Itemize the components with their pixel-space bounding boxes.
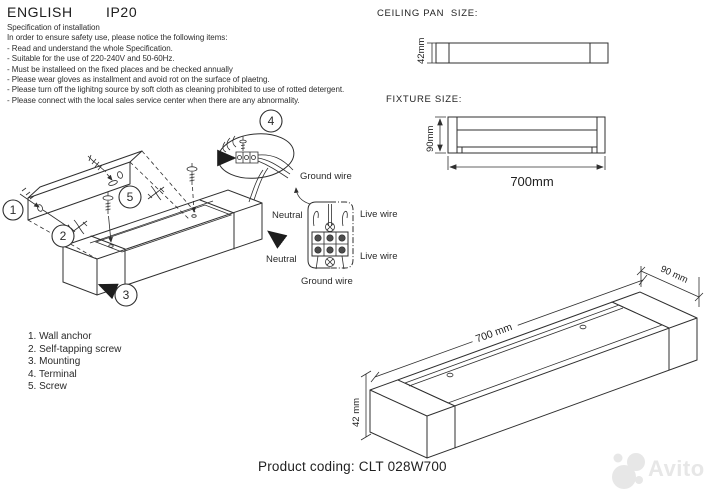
iso-length-dimension: 700 mm [371,275,647,382]
legend-item: 3. Mounting [28,356,81,368]
live-wire-hook [342,211,347,226]
fixture-front-drawing: 90mm 700mm [425,108,623,189]
ceiling-pan-size-title: CEILING PAN SIZE: [377,8,479,19]
callout-4: 4 [260,110,282,132]
ceiling-pan-height-label: 42mm [416,38,427,64]
ip-rating: IP20 [106,4,138,20]
live-wire-bottom-label: Live wire [360,251,398,262]
parts-legend: 1. Wall anchor 2. Self-tapping screw 3. … [28,331,121,394]
spec-item: - Please connect with the local sales se… [7,95,300,105]
callout-5-number: 5 [127,190,134,204]
fixture-front-outline [448,117,605,153]
iso-depth-dimension: 90 mm [637,264,703,307]
callout-1: 1 [3,200,23,220]
spec-item: - Must be installeed on the fixed places… [7,64,233,74]
callout-5: 5 [119,186,141,208]
fixture-direction-arrow [267,230,288,249]
terminal-grid [312,232,348,256]
screw-vertical-icon [103,192,113,243]
ground-screw-bottom [326,258,335,267]
iso-depth-label: 90 mm [659,264,690,286]
ceiling-pan-outline [436,43,608,63]
terminal-detail-screw-icon [240,136,246,151]
ceiling-pan-drawing: 42mm [416,38,618,64]
fixture-size-title: FIXTURE SIZE: [386,94,463,105]
terminal-block [308,202,353,269]
mounting-direction-arrow [97,283,119,300]
self-tapping-screw-icon [71,220,87,234]
legend-item: 1. Wall anchor [28,331,92,342]
legend-item: 4. Terminal [28,368,77,380]
terminal-detail-ellipse [217,130,296,182]
watermark: Avito [608,450,720,494]
terminal-detail-block [236,152,258,163]
neutral-wire-hook [313,211,318,226]
watermark-brand: Avito [648,456,705,481]
legend-item: 5. Screw [28,381,67,393]
spec-item: - Read and understand the whole Specific… [7,43,173,53]
mounting-bracket-drawing [28,151,142,220]
spec-item: - Suitable for the use of 220-240V and 5… [7,54,175,64]
callout-2-number: 2 [60,229,67,243]
callout-4-number: 4 [268,114,275,128]
ground-wire-arrow [294,187,310,204]
fixture-front-height-label: 90mm [425,126,436,152]
self-tapping-screw-icon [148,186,164,200]
live-wire-top-label: Live wire [360,209,398,220]
fixture-cable [249,168,268,202]
fixture-front-height-dimension: 90mm [425,117,446,153]
terminal-detail-wires [258,155,293,178]
wall-anchor-icon [20,188,40,208]
spec-item: - Please wear gloves as installment and … [7,75,270,85]
fixture-front-length-dimension: 700mm [448,156,605,189]
watermark-logo-icon [612,453,645,489]
hand-sketch [223,136,236,152]
product-coding: Product coding: CLT 028W700 [258,459,447,474]
iso-height-label: 42 mm [351,398,362,427]
spec-item: - Please turn off the lighitng source by… [7,85,345,95]
fixture-front-length-label: 700mm [510,174,553,189]
callout-3: 3 [115,284,137,306]
wiring-diagram [294,187,370,278]
screw-top-icon [88,155,113,181]
callout-3-number: 3 [123,288,130,302]
fixture-body-drawing [63,190,262,295]
screw-vertical-icon [187,163,197,213]
ceiling-pan-height-dimension: 42mm [416,38,437,64]
neutral-top-label: Neutral [272,210,303,221]
iso-length-label: 700 mm [474,321,514,345]
fixture-iso-drawing: 700 mm 90 mm 42 mm [351,264,720,470]
iso-height-dimension: 42 mm [351,371,371,440]
ground-wire-bottom-label: Ground wire [301,276,353,287]
ground-screw-top [326,223,335,232]
installation-diagram: 1 2 5 3 4 [0,100,310,335]
neutral-bottom-label: Neutral [266,254,297,265]
spec-title: Specification of installation [7,23,100,32]
projection-lines [28,151,196,259]
specification-block: Specification of installation In order t… [7,23,344,106]
callout-1-number: 1 [10,203,17,217]
legend-item: 2. Self-tapping screw [28,343,122,355]
bottom-wires [316,256,344,269]
spec-intro: In order to ensure safety use, please no… [7,33,228,43]
language-label: ENGLISH [7,4,73,20]
ground-wire-top-label: Ground wire [300,171,352,182]
callout-2: 2 [52,225,74,247]
fixture-iso-body [370,292,697,458]
